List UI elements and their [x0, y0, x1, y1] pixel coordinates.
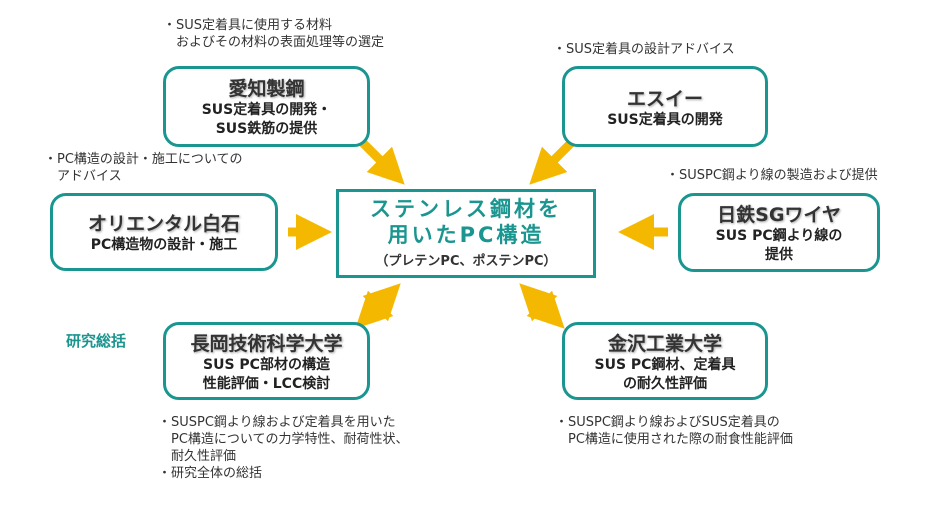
- center-title-line1: ステンレス鋼材を: [370, 197, 562, 221]
- node-nagaoka: 長岡技術科学大学 SUS PC部材の構造 性能評価・LCC検討: [163, 322, 370, 400]
- node-aichi: 愛知製鋼 SUS定着具の開発・ SUS鉄筋の提供: [163, 66, 370, 147]
- node-kanazawa: 金沢工業大学 SUS PC鋼材、定着具 の耐久性評価: [562, 322, 768, 400]
- node-oriental: オリエンタル白石 PC構造物の設計・施工: [50, 193, 278, 271]
- node-nittetsu: 日鉄SGワイヤ SUS PC鋼より線の 提供: [678, 193, 880, 272]
- node-desc: PC構造物の設計・施工: [90, 237, 238, 253]
- node-desc: SUS定着具の開発: [607, 111, 723, 128]
- node-desc: SUS定着具の開発・: [201, 102, 332, 118]
- note-nittetsu: ・SUSPC鋼より線の製造および提供: [666, 168, 878, 183]
- summary-label: 研究総括: [66, 332, 127, 350]
- node-desc: SUS PC部材の構造: [203, 356, 330, 373]
- node-desc: SUS PC鋼より線の: [715, 228, 843, 244]
- center-subtitle: （プレテンPC、ポステンPC）: [375, 254, 557, 269]
- node-desc: 提供: [765, 247, 793, 263]
- node-desc: SUS鉄筋の提供: [215, 121, 318, 137]
- center-node: ステンレス鋼材を 用いたPC構造 （プレテンPC、ポステンPC）: [336, 189, 596, 278]
- node-title: エスイー: [626, 87, 703, 110]
- arrow-kanazawa: [519, 283, 565, 329]
- node-desc: 性能評価・LCC検討: [202, 375, 331, 392]
- arrow-nagaoka: [355, 283, 401, 329]
- note-nagaoka: ・SUSPC鋼より線および定着具を用いた PC構造についての力学特性、耐荷性状、…: [158, 415, 409, 481]
- node-title: 金沢工業大学: [607, 332, 722, 355]
- note-oriental: ・PC構造の設計・施工についての アドバイス: [44, 152, 243, 184]
- node-esui: エスイー SUS定着具の開発: [562, 66, 768, 147]
- note-kanazawa: ・SUSPC鋼より線およびSUS定着具の PC構造に使用された際の耐食性能評価: [555, 415, 793, 447]
- arrow-aichi: [358, 138, 405, 185]
- node-desc: の耐久性評価: [623, 375, 707, 392]
- node-title: オリエンタル白石: [87, 213, 240, 235]
- node-title: 愛知製鋼: [228, 78, 305, 100]
- node-title: 長岡技術科学大学: [190, 332, 343, 355]
- arrow-esui: [529, 138, 576, 185]
- node-title: 日鉄SGワイヤ: [717, 204, 841, 226]
- note-esui: ・SUS定着具の設計アドバイス: [553, 42, 735, 57]
- node-desc: SUS PC鋼材、定着具: [594, 356, 736, 373]
- center-title-line2: 用いたPC構造: [387, 223, 545, 247]
- note-aichi: ・SUS定着具に使用する材料 およびその材料の表面処理等の選定: [163, 18, 385, 50]
